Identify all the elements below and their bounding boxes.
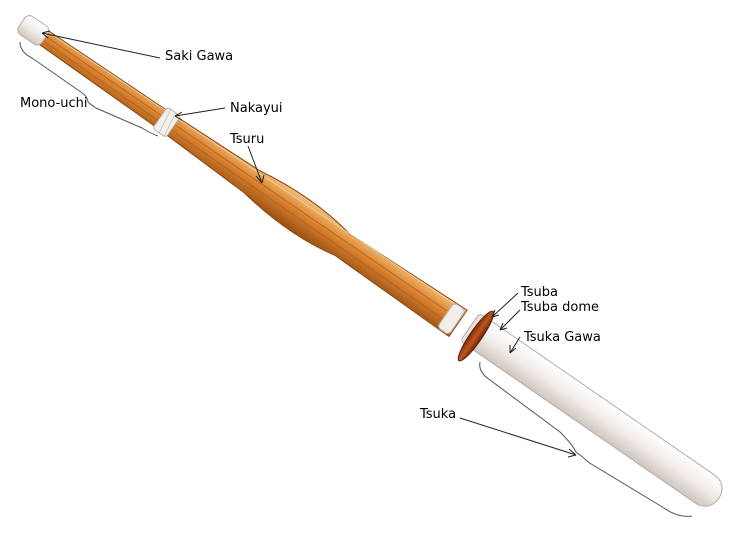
leader-saki-gawa <box>41 32 161 59</box>
arrowhead-tsuru <box>255 174 265 184</box>
arrowhead-saki-gawa <box>41 30 51 39</box>
arrowhead-tsuka <box>567 448 577 458</box>
label-mono-uchi: Mono-uchi <box>20 96 88 111</box>
leader-lines <box>41 30 577 458</box>
tsuba-dome-ring <box>438 303 465 334</box>
nakayui-wrap <box>163 112 177 137</box>
label-tsuka-gawa: Tsuka Gawa <box>523 330 601 345</box>
shinai-blade <box>17 15 468 338</box>
label-tsuba-dome: Tsuba dome <box>520 300 599 315</box>
leader-tsuka-gawa <box>509 336 521 354</box>
leader-tsuba-dome <box>499 309 521 331</box>
mono-uchi-brace <box>19 41 159 137</box>
label-tsuka: Tsuka <box>419 407 456 422</box>
label-tsuba: Tsuba <box>520 285 558 300</box>
arrowhead-tsuka-gawa <box>509 345 517 354</box>
bamboo-staves <box>24 20 468 338</box>
tsuba-disc <box>457 310 495 362</box>
nakayui-wrap <box>158 109 172 134</box>
braces <box>19 41 693 517</box>
nakayui-band <box>153 107 180 137</box>
saki-gawa-cap <box>17 15 50 46</box>
label-nakayui: Nakayui <box>230 101 283 116</box>
leader-tsuba <box>491 292 519 318</box>
tsuka-brace <box>479 361 693 517</box>
leader-tsuru <box>247 145 263 184</box>
leader-tsuka <box>459 417 577 456</box>
label-tsuru: Tsuru <box>229 132 264 147</box>
arrowhead-tsuba <box>491 309 500 318</box>
tsuru-string <box>41 27 459 307</box>
arrowhead-nakayui <box>174 111 183 121</box>
stave-seam <box>28 30 456 328</box>
labels: Saki Gawa Mono-uchi Nakayui Tsuru Tsuba … <box>20 49 601 422</box>
leader-nakayui <box>174 107 226 117</box>
arrowhead-tsuba-dome <box>499 322 508 331</box>
stave-seam <box>30 25 461 321</box>
label-saki-gawa: Saki Gawa <box>165 49 233 64</box>
tsuba-guard <box>457 310 495 362</box>
